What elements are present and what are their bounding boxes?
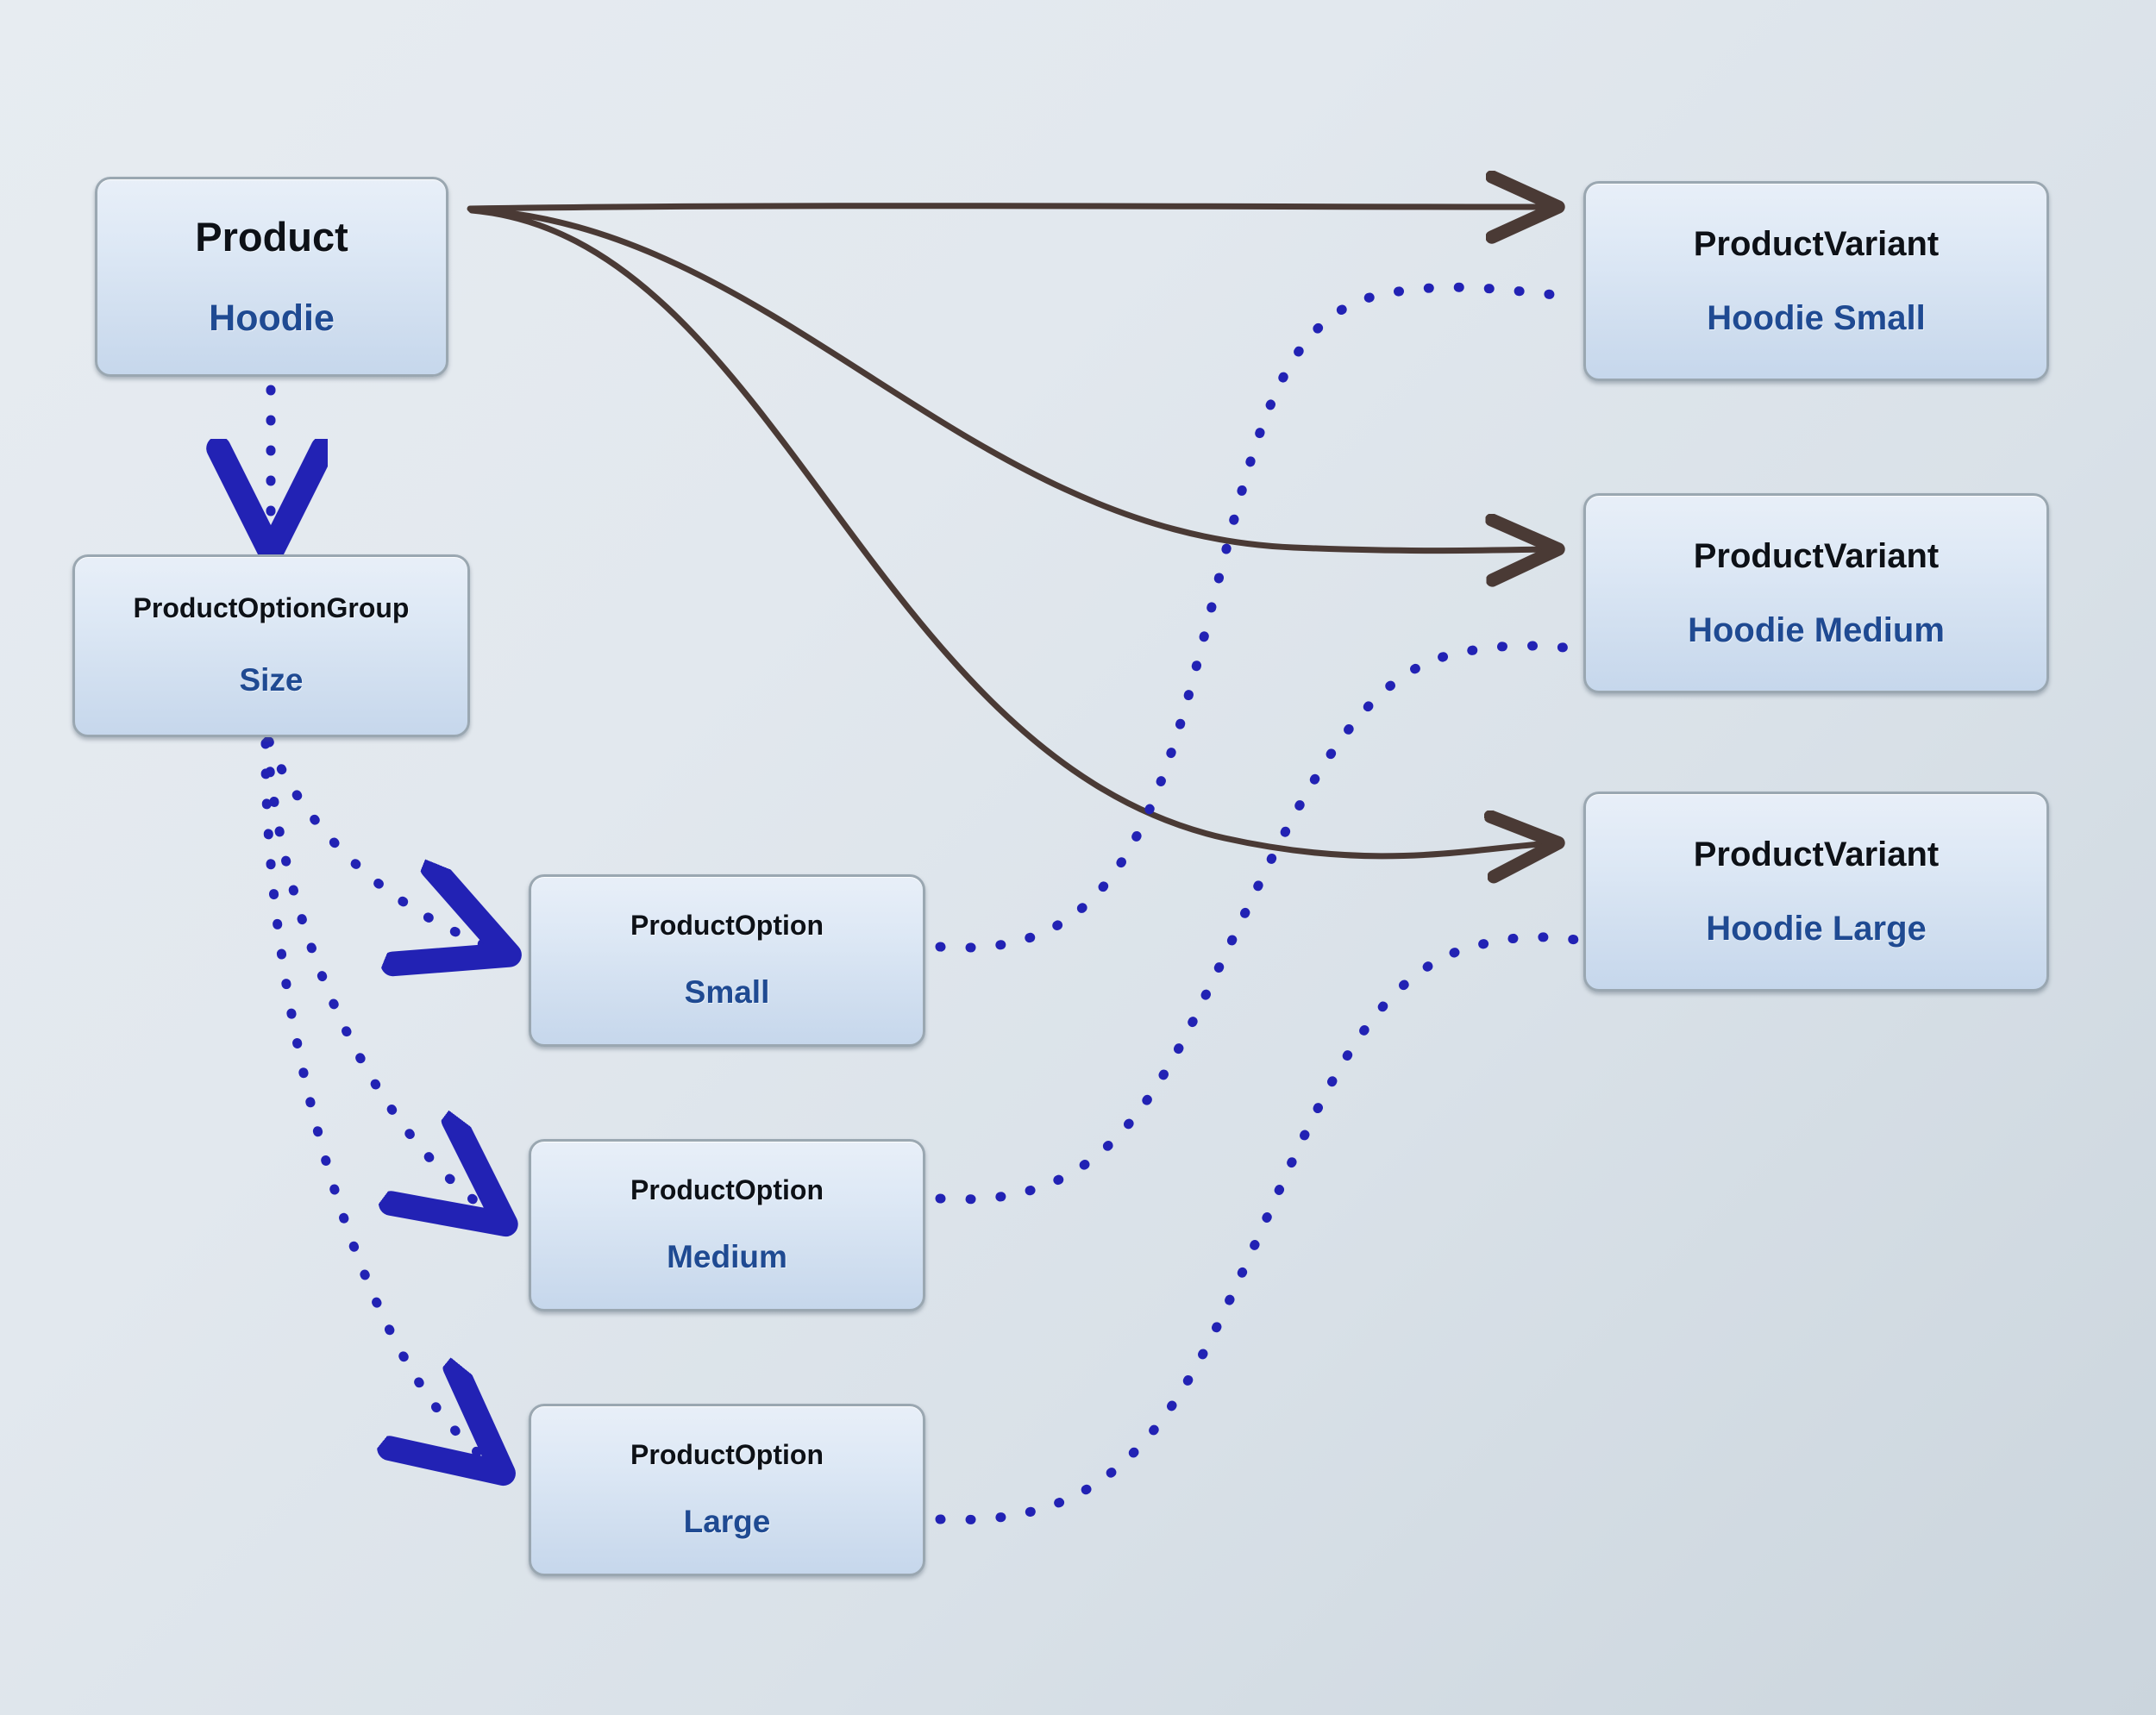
node-product-option-medium[interactable]: ProductOption Medium [529,1139,925,1311]
node-product-variant-hoodie-large-type: ProductVariant [1693,836,1940,873]
node-product[interactable]: Product Hoodie [95,177,448,377]
edge-group-to-option-medium [262,736,483,1207]
edge-group-to-option-large [260,738,481,1455]
node-product-variant-hoodie-small-type: ProductVariant [1693,225,1940,263]
node-product-variant-hoodie-small[interactable]: ProductVariant Hoodie Small [1583,181,2049,381]
node-product-variant-hoodie-large-label: Hoodie Large [1706,910,1927,948]
node-product-option-small-label: Small [684,974,770,1011]
edge-product-to-variant-small [467,206,1552,209]
edge-group-to-option-small [264,736,483,944]
node-product-option-small-type: ProductOption [630,910,824,942]
node-product-option-medium-type: ProductOption [630,1174,824,1206]
node-product-variant-hoodie-medium-type: ProductVariant [1693,537,1940,575]
node-product-variant-hoodie-large[interactable]: ProductVariant Hoodie Large [1583,792,2049,992]
node-product-label: Hoodie [209,297,335,340]
node-product-variant-hoodie-medium-label: Hoodie Medium [1688,611,1945,649]
node-product-option-medium-label: Medium [667,1239,787,1275]
edge-option-large-to-variant-large [935,932,1583,1525]
node-product-option-group-label: Size [239,662,304,698]
node-product-variant-hoodie-small-label: Hoodie Small [1707,299,1926,337]
node-product-variant-hoodie-medium[interactable]: ProductVariant Hoodie Medium [1583,493,2049,693]
node-product-option-large-label: Large [683,1504,771,1540]
node-product-option-group-type: ProductOptionGroup [133,592,410,624]
node-product-type: Product [195,213,348,260]
node-product-option-small[interactable]: ProductOption Small [529,874,925,1047]
node-product-option-group[interactable]: ProductOptionGroup Size [72,554,470,737]
node-product-option-large-type: ProductOption [630,1439,824,1471]
edge-product-to-variant-medium [467,206,1552,551]
edge-option-small-to-variant-small [935,282,1583,953]
edge-product-to-variant-large [468,207,1552,856]
node-product-option-large[interactable]: ProductOption Large [529,1404,925,1576]
edge-option-medium-to-variant-medium [935,641,1583,1205]
